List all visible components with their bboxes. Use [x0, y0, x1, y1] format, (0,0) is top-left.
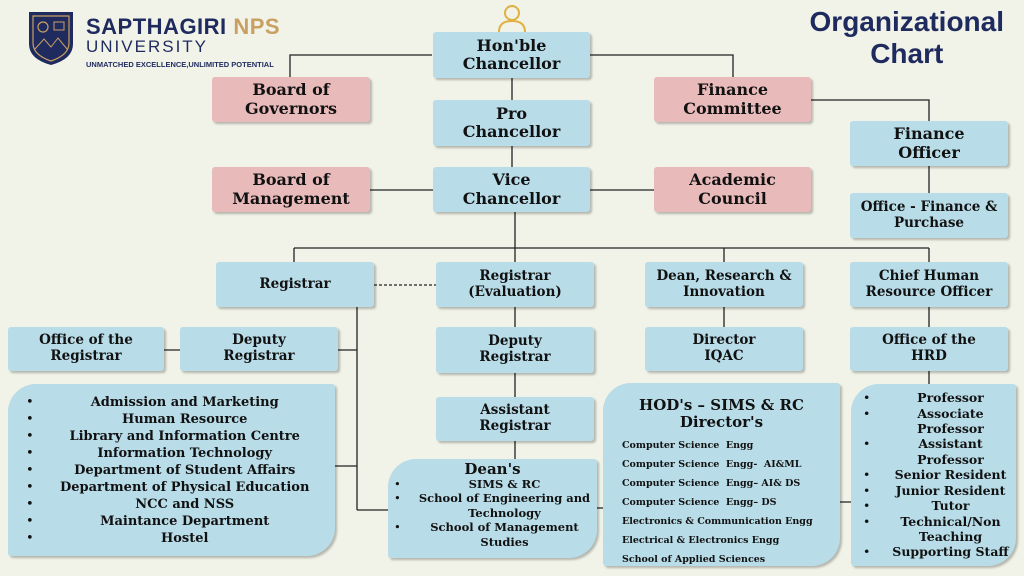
hods-title: HOD's – SIMS & RC	[639, 396, 804, 414]
list-item: Information Technology	[12, 445, 309, 462]
registrar-units-list: Admission and MarketingHuman ResourceLib…	[8, 384, 335, 556]
node-vice-chancellor: Vice Chancellor	[433, 167, 590, 212]
list-item: Department of Student Affairs	[12, 462, 309, 479]
node-director-iqac: Director IQAC	[645, 327, 803, 371]
list-item: Technical/Non Teaching	[851, 514, 1010, 545]
list-item: Computer Science Engg– DS	[622, 496, 777, 508]
node-finance-committee: Finance Committee	[654, 77, 811, 122]
node-assistant-registrar: Assistant Registrar	[436, 397, 594, 441]
list-item: Computer Science Engg- AI&ML	[622, 458, 802, 470]
node-dean-research: Dean, Research & Innovation	[645, 262, 803, 307]
list-item: School of Engineering and Technology	[388, 491, 591, 520]
deans-box: Dean's SIMS & RCSchool of Engineering an…	[388, 459, 597, 558]
list-item: NCC and NSS	[12, 496, 309, 513]
faculty-list: ProfessorAssociate ProfessorAssistant Pr…	[851, 384, 1016, 566]
brand-accent: NPS	[233, 14, 281, 39]
list-item: Supporting Staff	[851, 544, 1010, 560]
person-icon	[498, 5, 526, 32]
node-office-hrd: Office of the HRD	[850, 327, 1008, 371]
list-item: Hostel	[12, 530, 309, 547]
node-board-management: Board of Management	[212, 167, 370, 212]
list-item: Computer Science Engg	[622, 439, 754, 451]
list-item: Professor	[851, 390, 1010, 406]
list-item: Junior Resident	[851, 483, 1010, 499]
hods-box: HOD's – SIMS & RC Director's Computer Sc…	[603, 383, 840, 566]
brand: SAPTHAGIRI NPS UNIVERSITY UNMATCHED EXCE…	[86, 14, 280, 69]
node-registrar-evaluation: Registrar (Evaluation)	[436, 262, 594, 307]
list-item: Department of Physical Education	[12, 479, 309, 496]
node-board-governors: Board of Governors	[212, 77, 370, 122]
list-item: Human Resource	[12, 411, 309, 428]
list-item: SIMS & RC	[388, 477, 591, 492]
brand-sub: UNIVERSITY	[86, 37, 209, 56]
university-logo-icon	[29, 12, 73, 65]
list-item: Electrical & Electronics Engg	[622, 534, 780, 546]
list-item: Senior Resident	[851, 467, 1010, 483]
deans-title: Dean's	[464, 460, 521, 478]
list-item: Computer Science Engg– AI& DS	[622, 477, 801, 489]
node-chief-hr: Chief Human Resource Officer	[850, 262, 1008, 307]
node-chancellor: Hon'ble Chancellor	[433, 32, 590, 78]
tagline: UNMATCHED EXCELLENCE,UNLIMITED POTENTIAL	[86, 60, 274, 69]
node-deputy-registrar-mid: Deputy Registrar	[436, 327, 594, 373]
node-academic-council: Academic Council	[654, 167, 811, 212]
list-item: Tutor	[851, 498, 1010, 514]
list-item: School of Management Studies	[388, 520, 591, 549]
node-finance-officer: Finance Officer	[850, 121, 1008, 166]
brand-name: SAPTHAGIRI	[86, 14, 227, 39]
node-office-registrar: Office of the Registrar	[8, 327, 164, 371]
list-item: Associate Professor	[851, 406, 1010, 437]
node-deputy-registrar-left: Deputy Registrar	[180, 327, 338, 371]
node-office-finance: Office - Finance & Purchase	[850, 193, 1008, 238]
node-pro-chancellor: Pro Chancellor	[433, 100, 590, 146]
directors-title: Director's	[679, 413, 764, 432]
list-item: Maintance Department	[12, 513, 309, 530]
list-item: Library and Information Centre	[12, 428, 309, 445]
list-item: Assistant Professor	[851, 436, 1010, 467]
node-registrar: Registrar	[216, 262, 374, 307]
list-item: Electronics & Communication Engg	[622, 515, 813, 527]
list-item: Admission and Marketing	[12, 394, 309, 411]
list-item: School of Applied Sciences	[622, 553, 766, 565]
